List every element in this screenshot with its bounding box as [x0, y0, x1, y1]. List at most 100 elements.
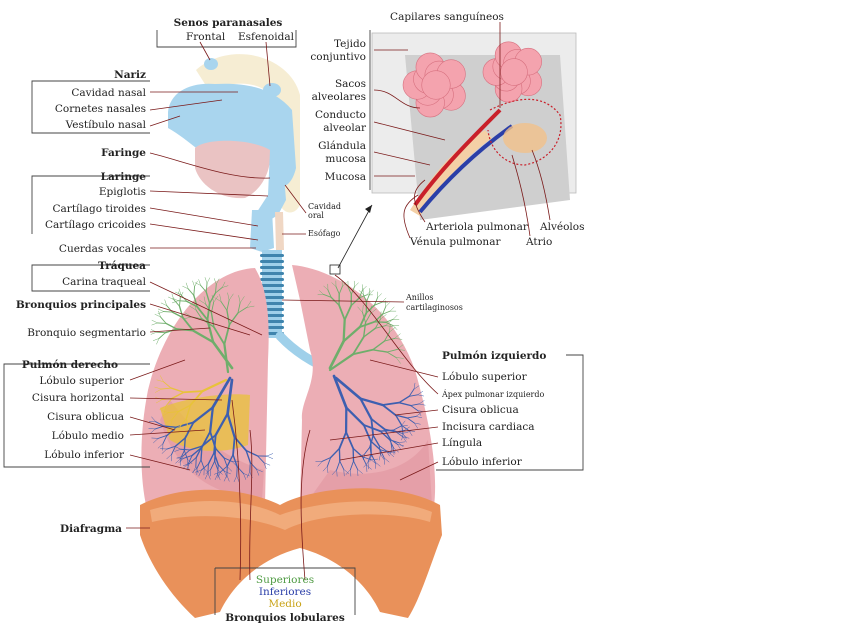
cavidad-oral-label-1: oral [308, 211, 324, 220]
glandula-label-1: mucosa [325, 153, 366, 165]
bronchiole [418, 400, 425, 405]
bronchiole [166, 426, 178, 437]
bronchiole [221, 281, 226, 288]
bronchiole [395, 431, 404, 438]
bronchiole [353, 460, 358, 470]
bronchiole [224, 471, 231, 475]
frontal-label: Frontal [186, 31, 226, 43]
bronchiole [406, 417, 415, 424]
bronchiole [347, 286, 352, 295]
pulmon-izquierdo-title: Pulmón izquierdo [442, 350, 546, 362]
bronchiole [383, 457, 390, 463]
bronchiole [155, 399, 163, 404]
bronchiole [383, 428, 392, 441]
lobulares-inferiores: Inferiores [259, 586, 311, 598]
trachea-ring [260, 290, 284, 293]
bronchiole [198, 299, 206, 305]
bronchiole [187, 454, 193, 465]
leader-ld-oblicua [129, 416, 176, 431]
zoom-pointer [337, 204, 373, 269]
bronchiole [233, 475, 237, 483]
bronchiole [151, 416, 157, 423]
bronchiole [163, 405, 167, 414]
bronchiole [180, 455, 184, 463]
alveolus [421, 70, 451, 100]
bronchiole [154, 386, 162, 390]
bronchiole [374, 318, 381, 329]
bronchiole [204, 472, 209, 480]
bronchiole [389, 327, 396, 333]
bronchiole [238, 295, 241, 304]
bronchiole [203, 296, 206, 305]
esofago-label: Esófago [308, 229, 341, 238]
bronchiole [397, 444, 402, 450]
bronchiole [173, 299, 180, 307]
bronchiole [414, 422, 421, 425]
bronchiole [397, 444, 404, 446]
pd-item-3: Lóbulo medio [52, 430, 124, 442]
bronchiole [342, 282, 347, 287]
bronchiole [195, 466, 199, 474]
bronchiole [166, 454, 172, 460]
bronchiole [357, 468, 363, 474]
text-labels: Senos paranasales Frontal Esfenoidal Nar… [16, 11, 585, 624]
bronchiole [398, 401, 412, 407]
bronchiole [160, 316, 167, 324]
bronchiole [205, 282, 208, 293]
atrio-label: Atrio [525, 236, 552, 248]
leader-tiroides [149, 207, 259, 227]
bronchiole [156, 338, 160, 345]
bronchiole [385, 320, 392, 326]
bronchiole [183, 437, 186, 452]
bronchiole [196, 305, 209, 321]
bronchiole [201, 318, 215, 328]
bronchiole [217, 471, 221, 479]
bronchiole [200, 284, 207, 293]
bronchiole [362, 293, 367, 303]
bronchiole [402, 436, 407, 443]
bronchiole [385, 302, 390, 307]
bronchiole [152, 338, 160, 341]
laringe-title: Laringe [101, 171, 147, 183]
bronchiole [404, 426, 410, 431]
bronchiole [362, 424, 372, 442]
bronchiole [189, 305, 197, 311]
leader-principales [149, 303, 251, 336]
bronchiole [213, 434, 217, 454]
bronchiole [395, 414, 403, 427]
leader-li-superior [369, 359, 439, 378]
pi-item-3: Incisura cardiaca [442, 421, 535, 433]
bronchiole [371, 455, 375, 461]
bronchiole [345, 431, 355, 450]
bronchiole [414, 422, 418, 429]
bronchiole [210, 312, 215, 328]
bronchiole [179, 450, 185, 460]
bronchiole [372, 340, 386, 351]
bronchiole [223, 457, 228, 467]
bronchiole [164, 299, 167, 306]
bronchiole [362, 321, 367, 338]
bronchiole [182, 390, 204, 394]
bronchiole [212, 326, 226, 346]
bronchiole [227, 292, 230, 301]
esophagus [275, 212, 284, 250]
bronchiole [205, 291, 211, 305]
bronchiole [192, 329, 215, 344]
venula-label: Vénula pulmonar [409, 236, 501, 248]
laringe-item-0: Epiglotis [99, 186, 146, 198]
traquea-box [31, 264, 150, 292]
bronchiole [177, 300, 188, 302]
bronchiole [327, 457, 332, 467]
bronchiole [417, 394, 424, 397]
lobulares-superiores: Superiores [256, 574, 314, 586]
bronchiole [362, 327, 376, 338]
bronchiole [226, 309, 231, 326]
leader-segmentario [149, 327, 211, 333]
leader-li-apex [334, 274, 439, 395]
bronchiole [213, 451, 219, 466]
bronchiole [417, 391, 423, 396]
leader-oral [284, 184, 307, 214]
bronchiole [195, 445, 203, 459]
bronchiole [151, 322, 158, 326]
leader-li-oblicua [394, 409, 439, 416]
